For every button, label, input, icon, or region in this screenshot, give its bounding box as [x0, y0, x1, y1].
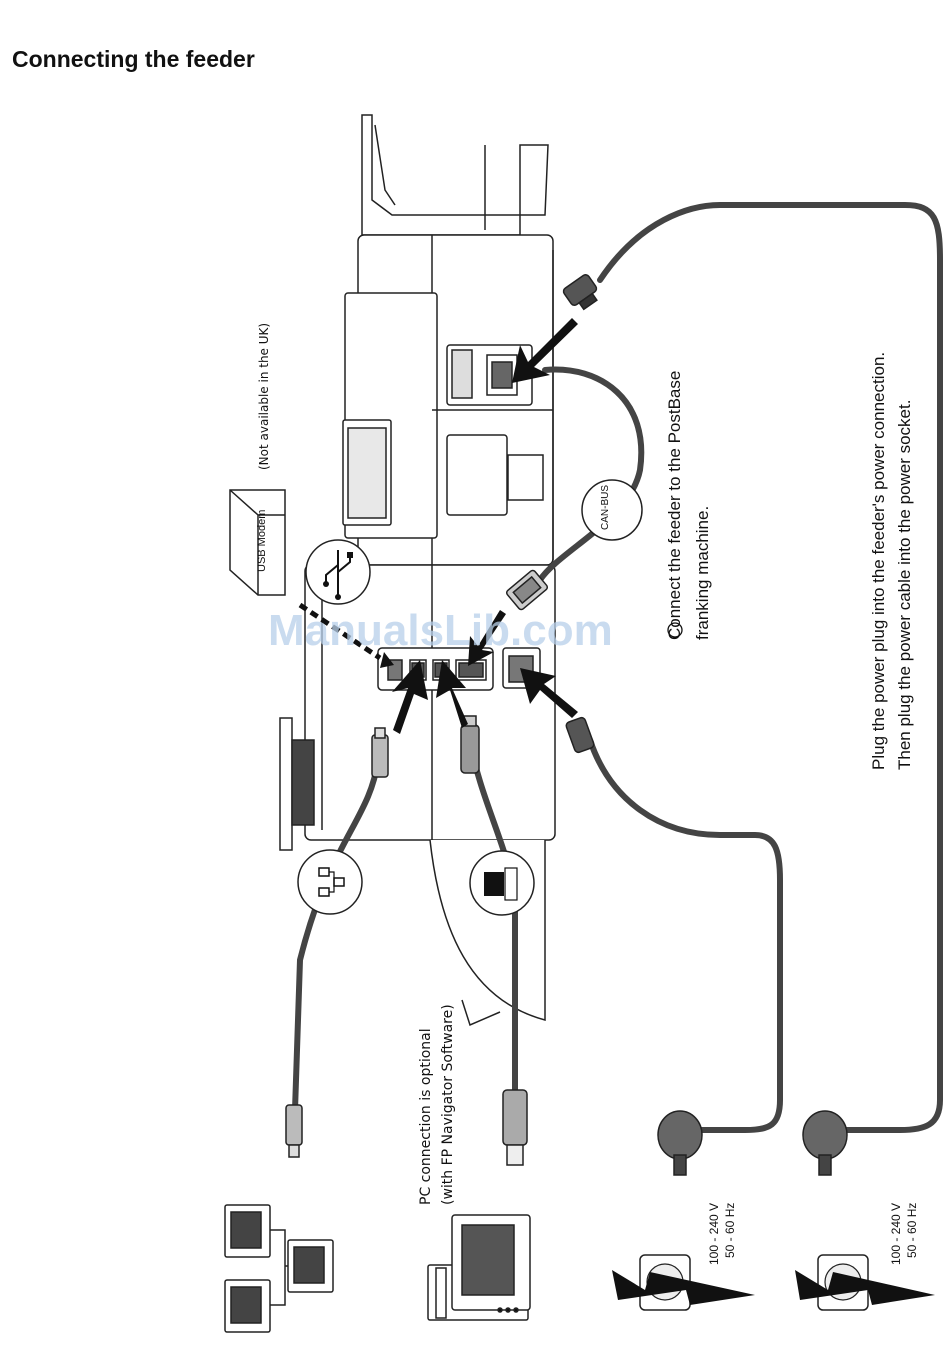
power-plug-icon — [657, 1110, 703, 1176]
usb-icon — [305, 539, 371, 605]
plugs — [285, 274, 848, 1176]
arrow — [520, 668, 578, 718]
frequency-label: 50 - 60 Hz — [723, 1203, 737, 1258]
connection-arrows — [298, 318, 578, 734]
network-icon — [297, 849, 363, 915]
arrow — [436, 660, 468, 728]
lightning-icon — [612, 1270, 755, 1305]
computer-icon — [469, 850, 535, 916]
arrow — [512, 318, 578, 383]
power-plug-icon — [802, 1110, 848, 1176]
canbus-label: CAN-BUS — [600, 485, 611, 530]
usb-modem — [229, 489, 286, 596]
pc-optional-line1: PC connection is optional — [418, 1028, 434, 1205]
page-title: Connecting the feeder — [12, 46, 255, 72]
rj45-plug-icon — [371, 727, 389, 778]
canbus-plug-icon — [505, 569, 549, 611]
arrow — [468, 610, 506, 666]
usb-modem-label: USB Modem — [256, 510, 268, 572]
usb-plug-icon — [502, 1089, 528, 1166]
voltage-label: 100 - 240 V — [707, 1203, 721, 1265]
rj45-plug-icon — [285, 1104, 303, 1158]
connect-instruction-line2: franking machine. — [693, 506, 712, 640]
canbus-badge: CAN-BUS — [581, 479, 643, 541]
arrow — [392, 660, 428, 734]
power-instruction-line2: Then plug the power cable into the power… — [895, 400, 914, 770]
power-instruction-line1: Plug the power plug into the feeder's po… — [869, 352, 888, 770]
frequency-label: 50 - 60 Hz — [905, 1203, 919, 1258]
not-available-uk-label: (Not available in the UK) — [257, 323, 271, 470]
lightning-icon — [795, 1270, 935, 1305]
pc-icon — [427, 1214, 531, 1321]
power-plug-icon — [565, 716, 595, 754]
watermark: ManualsLib.com — [268, 606, 613, 655]
usb-plug-icon — [460, 715, 480, 774]
network-computers-icon — [224, 1204, 334, 1333]
voltage-label: 100 - 240 V — [889, 1203, 903, 1265]
pc-optional-line2: (with FP Navigator Software) — [440, 1004, 456, 1205]
power-plug-icon — [562, 274, 598, 311]
connect-instruction-line1: Connect the feeder to the PostBase — [665, 371, 684, 640]
